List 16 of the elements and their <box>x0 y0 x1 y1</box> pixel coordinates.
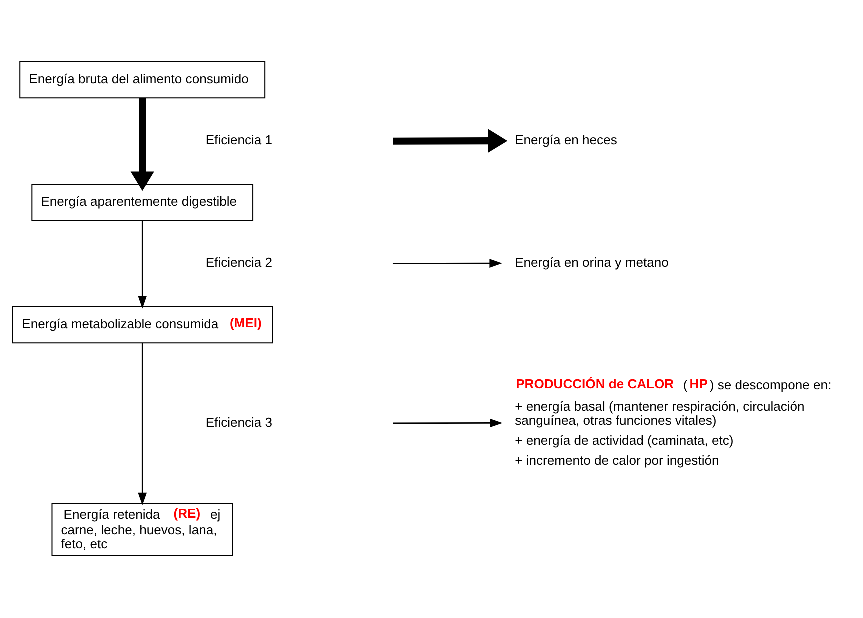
node-text: PRODUCCIÓN de CALOR (HP) se descompone en: + energía basal (mantener respiración, circulación sanguínea, otras funciones vitales) + energía de actividad (caminata, etc) + incremento de calor por ingestión <box>515 376 832 468</box>
node-box: Energía metabolizable consumida (MEI) <box>12 306 274 344</box>
arrow <box>392 259 502 268</box>
arrow <box>138 220 148 309</box>
arrow <box>138 343 148 506</box>
arrow <box>393 129 508 153</box>
arrow <box>130 98 154 192</box>
node-text: Energía en orina y metano <box>515 255 669 270</box>
arrow <box>393 418 503 428</box>
node-box: Energía aparentemente digestible <box>32 184 254 222</box>
node-box: Energía bruta del alimento consumido <box>20 62 266 99</box>
label: Eficiencia 2 <box>206 255 273 270</box>
label: Eficiencia 3 <box>206 414 273 430</box>
label: Eficiencia 1 <box>206 132 273 148</box>
node-box: Energía retenida (RE) ej carne, leche, huevos, lana, feto, etc <box>52 503 234 556</box>
node-text: Energía en heces <box>515 132 618 148</box>
